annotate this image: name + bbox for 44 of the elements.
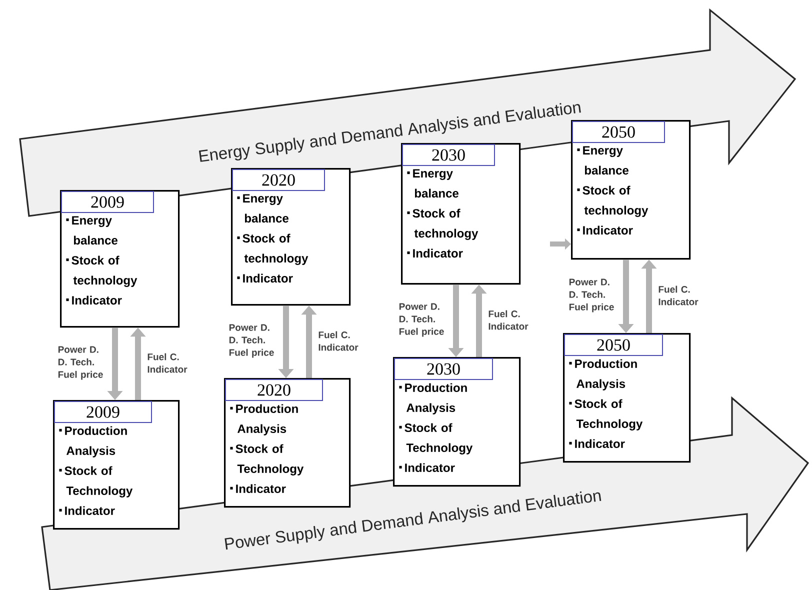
year-card	[224, 378, 351, 508]
bullet-item: Production Analysis	[569, 359, 637, 390]
bullet-item: Production Analysis	[59, 426, 127, 458]
bullet-item: Indicator	[66, 296, 122, 305]
year-tab: 2009	[61, 191, 154, 213]
bullet-item: Energy balance	[407, 169, 458, 198]
year-tab: 2050	[564, 334, 663, 356]
edge-label: Fuel C. Indicator	[318, 331, 358, 351]
year-tab: 2030	[402, 144, 495, 166]
edge-label: Power D. D. Tech. Fuel price	[58, 346, 103, 380]
bullet-item: Indicator	[399, 463, 455, 472]
year-card	[563, 333, 691, 463]
bullet-item: Indicator	[569, 439, 625, 448]
bullet-item: Energy balance	[577, 146, 628, 175]
year-card	[231, 168, 351, 306]
year-tab: 2030	[394, 358, 493, 380]
year-card	[401, 143, 521, 285]
bullet-item: Indicator	[230, 484, 286, 493]
year-card	[53, 400, 180, 530]
bullet-item: Indicator	[59, 506, 115, 515]
edge-label: Power D. D. Tech. Fuel price	[569, 278, 614, 312]
year-tab: 2020	[225, 379, 323, 401]
bullet-item: Stock of Technology	[399, 423, 473, 454]
edge-label: Fuel C. Indicator	[488, 310, 528, 330]
year-tab: 2020	[232, 169, 325, 191]
year-card	[60, 190, 180, 328]
bullet-item: Indicator	[577, 226, 633, 235]
edge-label: Fuel C. Indicator	[148, 353, 188, 373]
year-card	[393, 357, 521, 487]
edge-label: Power D. D. Tech. Fuel price	[229, 324, 274, 358]
bullet-item: Stock of technology	[237, 234, 308, 265]
year-tab: 2009	[54, 401, 152, 423]
bullet-item: Production Analysis	[230, 404, 298, 436]
bullet-item: Stock of Technology	[230, 444, 304, 476]
edge-label: Fuel C. Indicator	[658, 286, 698, 306]
bullet-item: Stock of technology	[577, 186, 648, 217]
bullet-item: Stock of Technology	[59, 466, 133, 498]
bullet-item: Stock of technology	[66, 256, 138, 287]
edge-label: Power D. D. Tech. Fuel price	[399, 303, 444, 337]
bullet-item: Energy balance	[66, 216, 118, 245]
bullet-item: Stock of Technology	[569, 399, 643, 430]
bullet-item: Indicator	[407, 248, 463, 258]
year-tab: 2050	[572, 121, 665, 143]
bullet-item: Indicator	[237, 274, 293, 283]
